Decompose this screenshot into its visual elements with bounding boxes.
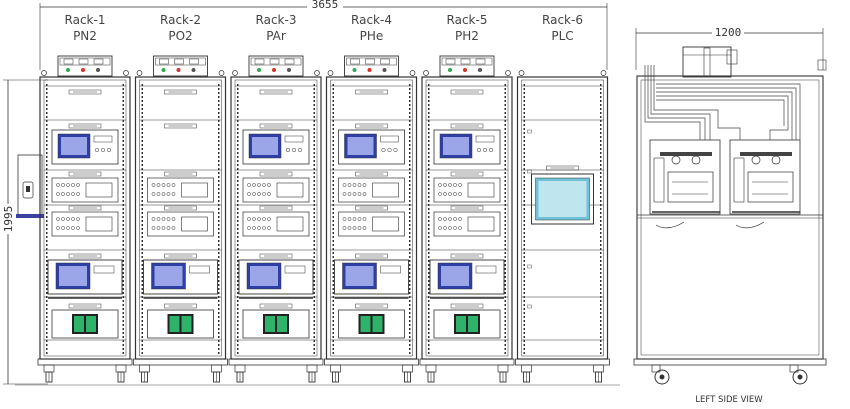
caster-icon [211,364,222,383]
red-lamp-icon [272,68,276,72]
hmi-panel [242,309,310,339]
green-lamp-icon [161,68,166,72]
junction-box [248,55,304,77]
rack-row: Rack-1PN2Rack-2PO2Rack-3PArRack-4PHeRack… [37,13,610,383]
side-module-left [649,139,721,215]
rack-gas-label: PAr [266,29,286,43]
rack-title: Rack-2 [160,13,201,27]
flow-controller-display [242,129,310,165]
hmi-panel [338,309,405,339]
junction-box [153,55,208,77]
rack-title: Rack-5 [447,13,488,27]
main-controller-display [47,259,123,295]
switch-panel [242,177,310,203]
caster-icon [402,364,413,383]
red-lamp-icon [463,68,467,72]
switch-panel [433,211,501,237]
hmi-panel [147,309,214,339]
switch-icon [382,68,387,72]
switch-icon [96,68,100,72]
green-lamp-icon [66,68,70,72]
main-controller-display [429,259,505,295]
side-view-caption: LEFT SIDE VIEW [695,395,763,405]
main-controller-display [334,259,409,295]
green-lamp-icon [448,68,452,72]
caster-icon [425,364,437,383]
caster-icon [330,364,341,383]
side-caster-left [651,364,670,385]
overall-width-dimension: 3655 [39,0,608,70]
rack-gas-label: PN2 [73,29,97,43]
switch-icon [191,68,196,72]
hmi-panel [51,309,119,339]
overall-width-label: 3655 [312,0,339,11]
red-lamp-icon [81,68,85,72]
main-controller-display [143,259,218,295]
switch-icon [478,68,482,72]
rack-gas-label: PH2 [455,29,479,43]
switch-panel [51,177,119,203]
green-lamp-icon [352,68,357,72]
side-console-box [16,154,44,218]
side-module-right [729,139,801,215]
switch-panel [51,211,119,237]
plc-touchscreen [531,173,594,225]
caster-icon [43,364,55,383]
switch-panel [242,211,310,237]
switch-panel [433,177,501,203]
switch-panel [147,211,214,237]
caster-icon [115,364,127,383]
side-view: 1200 [633,26,827,405]
flow-controller-display [433,129,501,165]
red-lamp-icon [176,68,181,72]
height-label: 1995 [2,206,15,233]
hmi-panel [433,309,501,339]
side-width-label: 1200 [715,26,742,39]
rack-gas-label: PLC [551,29,573,43]
rack-gas-label: PHe [360,29,384,43]
junction-box [57,55,113,77]
caster-icon [139,364,150,383]
rack-title: Rack-1 [65,13,106,27]
junction-box [439,55,495,77]
rack-title: Rack-6 [542,13,583,27]
height-dimension: 1995 [0,79,48,385]
caster-icon [234,364,246,383]
side-caster-right [789,364,808,385]
flow-controller-display [338,129,405,165]
switch-panel [338,177,405,203]
red-lamp-icon [367,68,372,72]
rack-title: Rack-3 [256,13,297,27]
switch-panel [147,177,214,203]
caster-icon [497,364,509,383]
junction-box [344,55,399,77]
flow-controller-display [51,129,119,165]
switch-icon [287,68,291,72]
rack-title: Rack-4 [351,13,392,27]
caster-icon [593,364,604,383]
main-controller-display [238,259,314,295]
caster-icon [306,364,318,383]
switch-panel [338,211,405,237]
green-lamp-icon [257,68,261,72]
rack-gas-label: PO2 [168,29,192,43]
caster-icon [521,364,532,383]
